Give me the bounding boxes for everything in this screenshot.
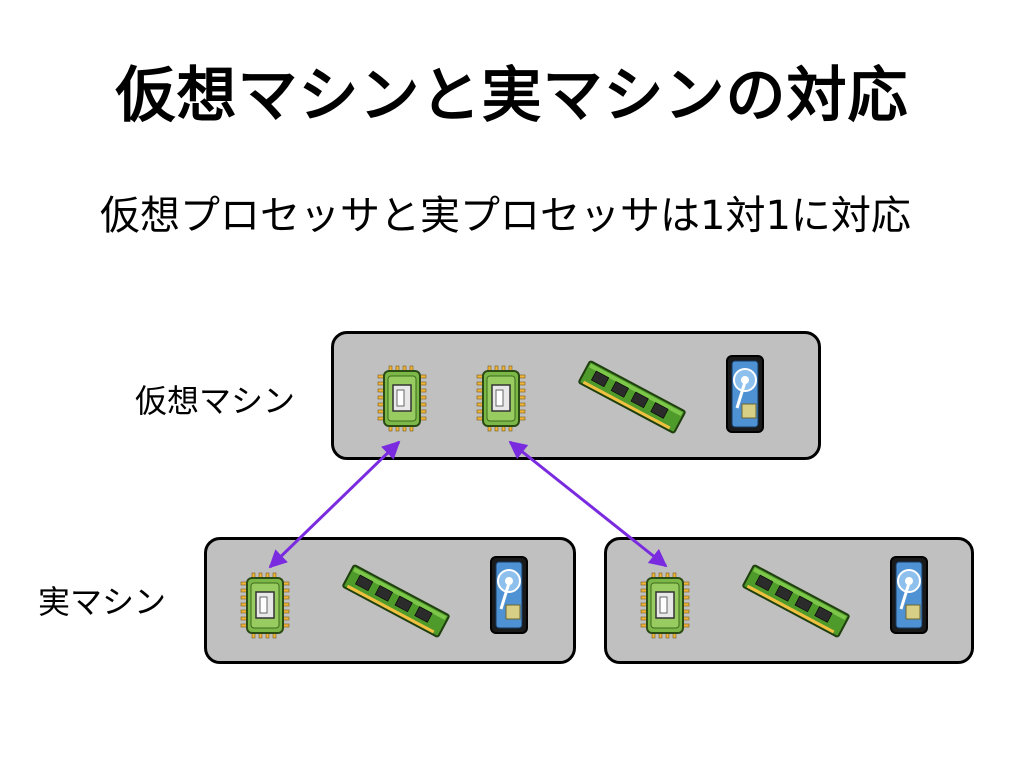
- mapping-arrow-2: [508, 440, 668, 568]
- mapping-arrow-1: [268, 440, 401, 569]
- slide-title: 仮想マシンと実マシンの対応: [115, 61, 909, 131]
- real-machine-label: 実マシン: [38, 583, 167, 621]
- virtual-machine-label: 仮想マシン: [135, 382, 296, 420]
- slide-subtitle: 仮想プロセッサと実プロセッサは1対1に対応: [100, 193, 911, 239]
